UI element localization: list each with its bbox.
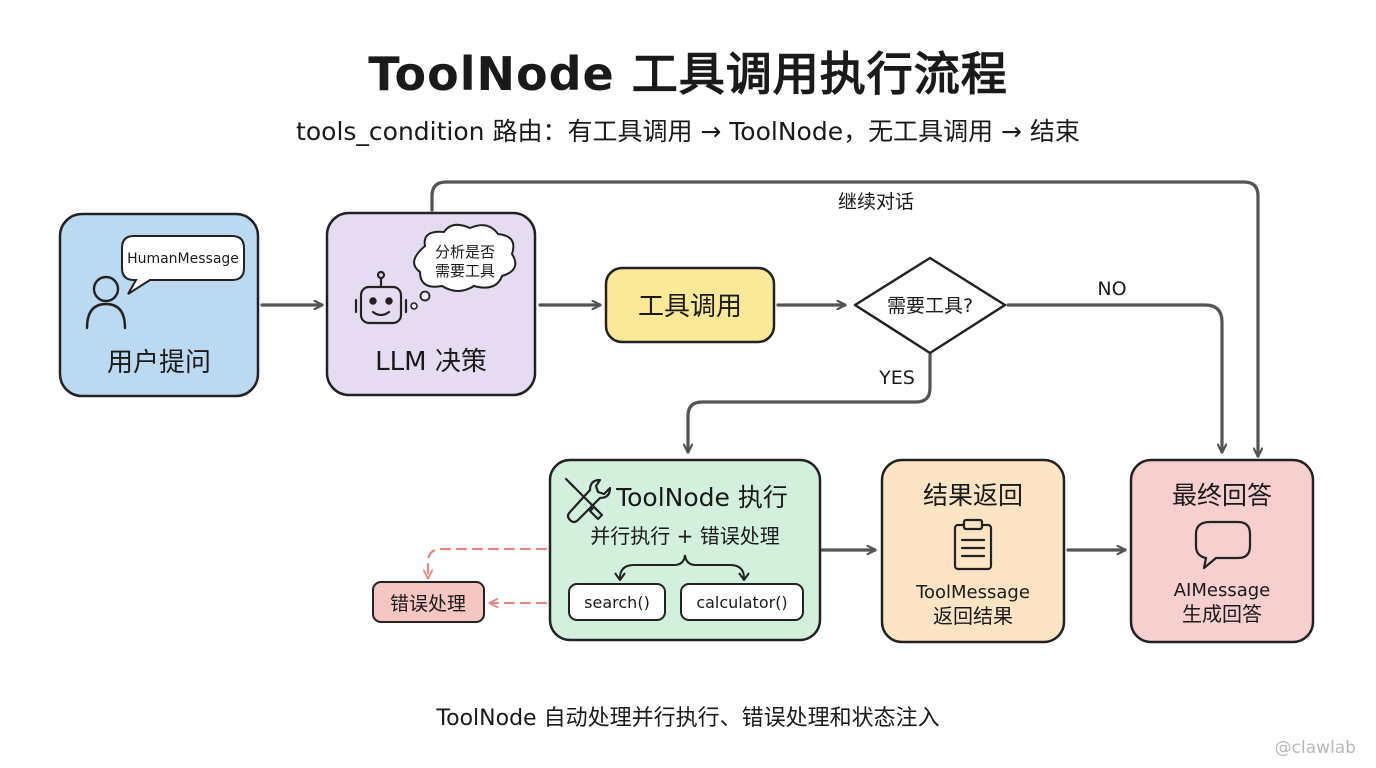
person-icon	[85, 275, 127, 330]
edges	[260, 180, 1258, 550]
edge-label-yes: YES	[878, 367, 915, 389]
edge-decision-no	[1006, 303, 1222, 452]
page-title: ToolNode 工具调用执行流程	[368, 47, 1008, 101]
result-line1: ToolMessage	[915, 582, 1030, 603]
clipboard-icon	[953, 518, 993, 571]
llm-thought-line2: 需要工具	[435, 262, 495, 280]
tool-call-label: 工具调用	[638, 292, 742, 322]
final-line1: AIMessage	[1174, 580, 1271, 601]
edge-toolnode-error-upper	[428, 547, 548, 578]
toolnode-sublabel: 并行执行 + 错误处理	[590, 524, 779, 548]
edge-label-no: NO	[1097, 278, 1126, 300]
chat-bubble-icon	[1194, 520, 1252, 570]
node-toolnode-exec: ToolNode 执行 并行执行 + 错误处理 search() calcula…	[548, 458, 822, 642]
error-edges	[428, 547, 548, 603]
node-decision: 需要工具?	[853, 256, 1007, 355]
user-node-label: 用户提问	[107, 348, 211, 378]
page-subtitle: tools_condition 路由：有工具调用 → ToolNode，无工具调…	[296, 117, 1080, 146]
toolnode-brace	[619, 554, 745, 579]
node-final-answer: 最终回答 AIMessage 生成回答	[1129, 458, 1315, 644]
speech-bubble-icon	[121, 235, 245, 295]
tools-icon	[564, 477, 612, 524]
tool-calculator-box: calculator()	[680, 583, 804, 621]
error-label: 错误处理	[390, 593, 466, 615]
edge-label-continue: 继续对话	[838, 191, 914, 213]
node-user-question: HumanMessage 用户提问	[58, 212, 260, 398]
node-tool-call: 工具调用	[604, 266, 776, 344]
robot-icon	[354, 270, 408, 325]
edge-decision-yes	[688, 353, 932, 452]
result-label: 结果返回	[923, 481, 1023, 510]
decision-label: 需要工具?	[887, 295, 973, 317]
final-label: 最终回答	[1172, 481, 1272, 510]
footer-note: ToolNode 自动处理并行执行、错误处理和状态注入	[436, 706, 940, 731]
toolnode-label: ToolNode 执行	[615, 483, 788, 512]
llm-node-label: LLM 决策	[375, 347, 487, 377]
watermark: @clawlab	[1274, 738, 1356, 758]
tool-search-label: search()	[584, 593, 650, 612]
result-line2: 返回结果	[933, 604, 1013, 628]
node-result-return: 结果返回 ToolMessage 返回结果	[880, 458, 1066, 644]
user-bubble-text: HumanMessage	[127, 251, 239, 267]
tool-search-box: search()	[568, 583, 666, 621]
edge-continue-loop	[430, 180, 1258, 456]
thought-cloud-icon	[413, 223, 517, 292]
node-error-handling: 错误处理	[372, 581, 485, 623]
llm-thought-line1: 分析是否	[435, 243, 495, 261]
final-line2: 生成回答	[1182, 602, 1262, 626]
tool-calculator-label: calculator()	[696, 593, 787, 612]
node-llm-decision: 分析是否 需要工具 LLM 决策	[325, 211, 537, 397]
